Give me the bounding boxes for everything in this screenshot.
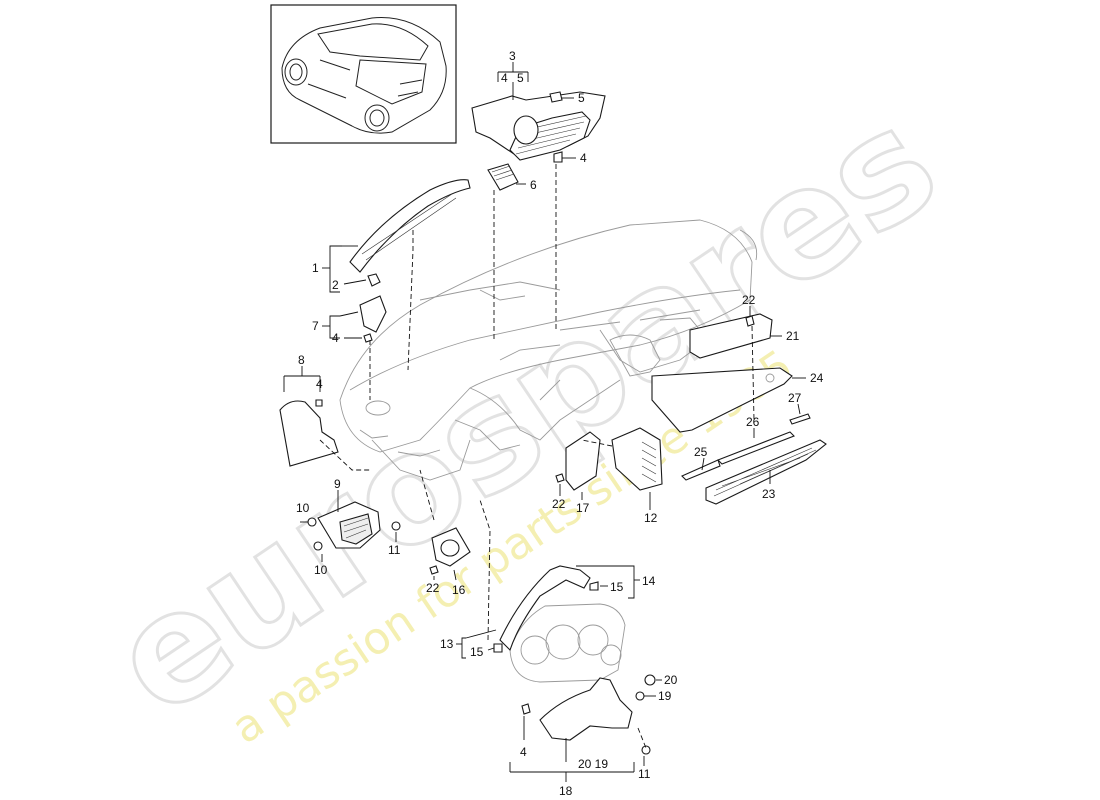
callout-17: 17 (576, 501, 590, 515)
callout-8: 8 (298, 353, 305, 367)
part-22-clip-top (745, 315, 755, 327)
callout-11-left: 11 (388, 543, 401, 557)
part-7-end-cap (359, 295, 387, 333)
dashboard-main-body (339, 219, 758, 481)
callout-21: 21 (786, 329, 800, 343)
callout-7: 7 (312, 319, 319, 333)
callout-3-sub-4: 4 (501, 71, 508, 85)
callout-4-vent: 4 (316, 377, 323, 391)
part-10-screw-upper (307, 517, 317, 527)
part-27-strip (789, 413, 811, 425)
callout-1: 1 (312, 261, 319, 275)
part-22-clip-left (429, 565, 439, 575)
part-17-center-trim (565, 431, 601, 491)
part-11-screw-left (391, 521, 401, 531)
part-15-clip-lower (493, 643, 503, 653)
part-14-cluster-cover (499, 565, 591, 652)
callout-22-mid: 22 (552, 497, 566, 511)
part-19-grommet (635, 691, 645, 701)
part-7-clip (363, 333, 373, 343)
part-24-glovebox-lid (651, 367, 793, 433)
callout-3: 3 (509, 49, 516, 63)
callout-26: 26 (746, 415, 760, 429)
assembly-lines (319, 164, 755, 749)
callout-labels: 3 4 5 5 4 6 1 2 7 4 8 4 22 21 24 27 26 2… (296, 49, 824, 798)
callout-24: 24 (810, 371, 824, 385)
callout-2: 2 (332, 278, 339, 292)
callout-4-bottom: 4 (520, 745, 527, 759)
callout-27: 27 (788, 391, 802, 405)
part-6-vent (487, 163, 519, 191)
part-15-clip-upper (589, 581, 599, 591)
part-16-switch-panel (431, 527, 471, 567)
inset-car-box (270, 4, 457, 144)
part-22-clip-mid (555, 473, 565, 483)
callout-3-sub-5: 5 (517, 71, 524, 85)
callout-11-bottom: 11 (638, 767, 651, 781)
callout-10-lower: 10 (314, 563, 328, 577)
part-9-left-vent (317, 501, 381, 549)
part-26-strip (717, 431, 795, 465)
callout-22-left: 22 (426, 581, 440, 595)
watermark: eurospares a passion for parts since 198… (81, 74, 968, 754)
part-8-side-panel (279, 400, 339, 467)
callout-14: 14 (642, 574, 656, 588)
callout-25: 25 (694, 445, 708, 459)
part-10-screw-lower (313, 541, 323, 551)
callout-20: 20 (664, 673, 678, 687)
callout-22-top: 22 (742, 293, 756, 307)
instrument-cluster (509, 603, 626, 683)
callout-6: 6 (530, 178, 537, 192)
callout-4-side-clip: 4 (332, 331, 339, 345)
callout-15-upper: 15 (610, 580, 624, 594)
part-20-cap (644, 674, 656, 686)
part-5-clip (549, 91, 563, 103)
part-18-lower-cover (539, 677, 633, 741)
callout-23: 23 (762, 487, 776, 501)
callout-13: 13 (440, 637, 454, 651)
part-25-strip (681, 459, 721, 481)
part-1-trim-strip (349, 179, 471, 287)
watermark-logo: eurospares (83, 75, 967, 750)
part-8-clip (315, 399, 323, 407)
callout-16: 16 (452, 583, 466, 597)
callout-19: 19 (658, 689, 672, 703)
part-24-latch (765, 373, 775, 383)
callout-4-top: 4 (580, 151, 587, 165)
callout-12: 12 (644, 511, 658, 525)
part-11-screw-bottom (641, 745, 651, 755)
callout-15-lower: 15 (470, 645, 484, 659)
part-3-top-cover (471, 91, 606, 161)
leader-lines (283, 62, 806, 782)
part-4-bottom-clip (521, 703, 531, 715)
part-12-right-vent (611, 427, 663, 491)
car-rear-three-quarter-icon (281, 17, 447, 134)
callout-10-upper: 10 (296, 501, 310, 515)
callout-18-sub: 20 19 (578, 757, 608, 771)
callout-9: 9 (334, 477, 341, 491)
part-4-top-clip (553, 151, 563, 163)
part-23-glovebox-mat (705, 439, 827, 505)
callout-18: 18 (559, 784, 573, 798)
callout-5: 5 (578, 91, 585, 105)
